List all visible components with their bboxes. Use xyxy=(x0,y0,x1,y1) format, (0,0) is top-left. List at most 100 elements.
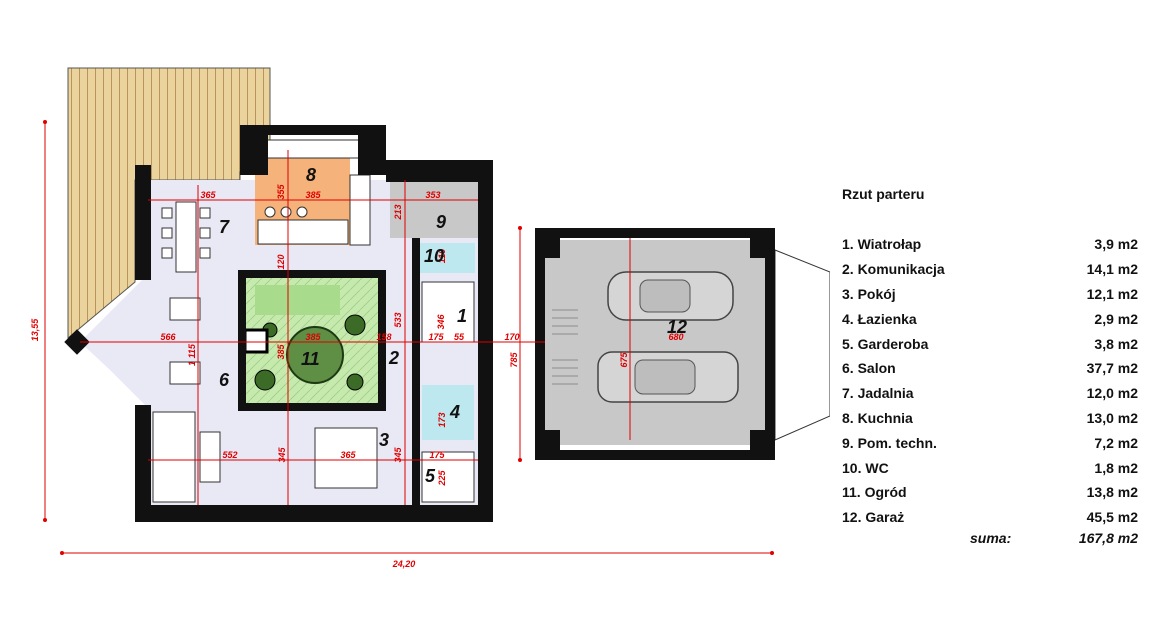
dim-label: 170 xyxy=(504,332,519,342)
room-area: 12,0 m2 xyxy=(1086,385,1138,402)
coffee-table xyxy=(199,431,221,483)
armchair xyxy=(169,297,201,321)
dim-label: 385 xyxy=(305,190,321,200)
room-area: 37,7 m2 xyxy=(1086,360,1138,377)
legend-title: Rzut parteru xyxy=(842,186,925,202)
room-area: 14,1 m2 xyxy=(1086,261,1138,278)
room-number-1: 1 xyxy=(457,306,467,326)
dim-overall-width: 24,20 xyxy=(392,559,416,569)
car-bottom xyxy=(597,351,739,403)
room-area: 45,5 m2 xyxy=(1086,509,1138,526)
vestibule xyxy=(421,281,475,343)
dim-label: 175 xyxy=(428,332,444,342)
dim-label: 385 xyxy=(305,332,321,342)
dim-label: 385 xyxy=(276,344,286,360)
room-label: 6. Salon xyxy=(842,360,896,377)
legend-row: 3. Pokój 12,1 m2 xyxy=(842,282,1138,307)
room-label: 9. Pom. techn. xyxy=(842,434,937,451)
room-label: 3. Pokój xyxy=(842,285,896,302)
fireplace xyxy=(243,328,269,354)
room-number-11: 11 xyxy=(301,349,320,369)
room-area: 2,9 m2 xyxy=(1094,310,1138,327)
dimension-lines xyxy=(44,122,772,554)
wc-room xyxy=(420,243,475,273)
room-number-5: 5 xyxy=(425,466,436,486)
kitchen-side-counter xyxy=(349,174,371,246)
garage-stairs xyxy=(552,309,578,385)
legend-row: 9. Pom. techn. 7,2 m2 xyxy=(842,430,1138,455)
dim-label: 173 xyxy=(437,412,447,427)
room-area: 3,9 m2 xyxy=(1094,236,1138,253)
legend-row: 1. Wiatrołap 3,9 m2 xyxy=(842,232,1138,257)
dim-label: 175 xyxy=(429,450,445,460)
car-top xyxy=(607,271,734,321)
dim-label: 110 xyxy=(437,249,447,263)
dim-label: 675 xyxy=(619,352,629,368)
room-number-8: 8 xyxy=(306,165,316,185)
sum-label: suma: xyxy=(970,530,1012,546)
dim-label: 345 xyxy=(393,447,403,463)
dim-label: 353 xyxy=(425,190,440,200)
kitchen-counter xyxy=(257,219,349,245)
room-number-7: 7 xyxy=(219,217,230,237)
legend-row: 6. Salon 37,7 m2 xyxy=(842,356,1138,381)
room-label: 5. Garderoba xyxy=(842,335,929,352)
dim-overall-depth: 13,55 xyxy=(30,318,40,342)
walls xyxy=(64,125,775,522)
dim-label: 158 xyxy=(376,332,391,342)
room-label: 12. Garaż xyxy=(842,509,905,526)
legend-sum: suma: 167,8 m2 xyxy=(842,530,1138,546)
kitchen-top-counter xyxy=(257,139,369,159)
legend-row: 11. Ogród 13,8 m2 xyxy=(842,480,1138,505)
dim-label: 355 xyxy=(276,184,286,200)
room-number-10: 10 xyxy=(424,246,444,266)
legend-row: 4. Łazienka 2,9 m2 xyxy=(842,306,1138,331)
dim-label: 213 xyxy=(393,204,403,220)
room-number-3: 3 xyxy=(379,430,389,450)
garage-canopy xyxy=(774,249,830,441)
bed xyxy=(314,427,378,489)
bathroom xyxy=(422,385,474,440)
room-area: 13,0 m2 xyxy=(1086,409,1138,426)
dim-label: 55 xyxy=(454,332,465,342)
dim-label: 365 xyxy=(200,190,216,200)
room-label: 11. Ogród xyxy=(842,484,907,501)
garden-grass xyxy=(255,285,340,315)
room-number-9: 9 xyxy=(436,212,446,232)
room-label: 8. Kuchnia xyxy=(842,409,913,426)
room-number-12: 12 xyxy=(667,317,687,337)
dim-label: 345 xyxy=(277,447,287,463)
room-label: 10. WC xyxy=(842,459,889,476)
floor-plan: 24,20 13,55 365 355 385 213 353 110 120 … xyxy=(30,67,830,569)
dim-label: 680 xyxy=(668,332,683,342)
room-area: 12,1 m2 xyxy=(1086,285,1138,302)
room-number-6: 6 xyxy=(219,370,230,390)
garage-floor xyxy=(545,240,775,445)
room-area: 3,8 m2 xyxy=(1094,335,1138,352)
room-number-4: 4 xyxy=(449,402,460,422)
dining-table xyxy=(175,201,197,273)
legend-row: 10. WC 1,8 m2 xyxy=(842,455,1138,480)
legend-row: 5. Garderoba 3,8 m2 xyxy=(842,331,1138,356)
dim-label: 346 xyxy=(436,314,446,330)
room-number-2: 2 xyxy=(388,348,399,368)
room-area: 7,2 m2 xyxy=(1094,434,1138,451)
armchair xyxy=(169,361,201,385)
room-area: 1,8 m2 xyxy=(1094,459,1138,476)
sum-value: 167,8 m2 xyxy=(1078,530,1138,546)
dim-label: 225 xyxy=(437,470,447,487)
dim-label: 1 115 xyxy=(187,343,197,366)
dim-label: 552 xyxy=(222,450,237,460)
dim-label: 365 xyxy=(340,450,356,460)
room-label: 1. Wiatrołap xyxy=(842,236,922,253)
sofa xyxy=(152,411,196,503)
legend-row: 12. Garaż 45,5 m2 xyxy=(842,505,1138,530)
dim-label: 566 xyxy=(160,332,176,342)
dim-label: 120 xyxy=(276,254,286,269)
room-label: 4. Łazienka xyxy=(842,310,917,327)
room-area: 13,8 m2 xyxy=(1086,484,1138,501)
dim-label: 533 xyxy=(393,312,403,327)
